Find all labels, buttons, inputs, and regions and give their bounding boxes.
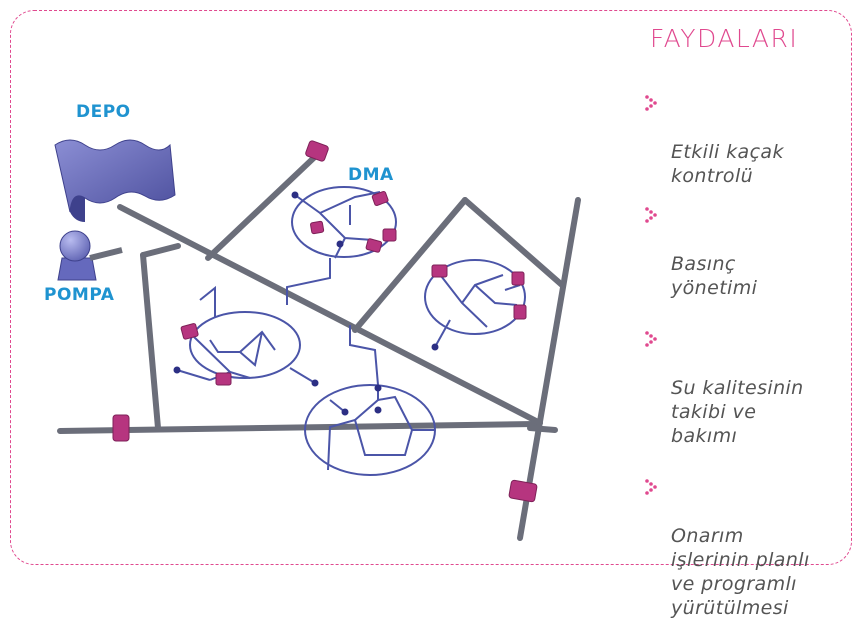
dma-networks <box>176 186 526 476</box>
tank-icon <box>54 139 176 222</box>
pipe-upper-right-branch <box>462 197 565 288</box>
valve-right-bottom <box>508 479 538 503</box>
valve-dma-top-4 <box>310 220 325 235</box>
chevron-right-icon <box>645 331 657 347</box>
dashed-frame <box>10 10 852 565</box>
dma-zone-left <box>189 311 301 379</box>
benefits-title: FAYDALARI <box>650 24 799 53</box>
dma-zone-top <box>291 186 397 258</box>
main-pipes <box>57 149 581 541</box>
valve-top-stub <box>305 140 329 162</box>
benefit-label: Su kalitesinin takibi ve bakımı <box>671 377 804 447</box>
valve-main-left <box>112 414 130 442</box>
benefit-label: Onarım işlerinin planlı ve programlı yür… <box>671 525 810 619</box>
valve-dma-left-2 <box>215 372 232 386</box>
valve-dma-right-1 <box>431 264 448 278</box>
pipe-main-diagonal <box>117 204 543 426</box>
dma-label: DMA <box>348 165 394 185</box>
valve-dma-right-3 <box>513 304 527 320</box>
pompa-label: POMPA <box>44 285 115 305</box>
pipe-main-horizontal <box>57 421 538 434</box>
pipe-right-vertical <box>517 197 581 541</box>
valve-dma-top-1 <box>371 190 389 206</box>
pipe-upper-middle-branch <box>352 197 468 333</box>
benefits-list: Etkili kaçak kontrolü Basınç yönetimi Su… <box>644 92 859 620</box>
valve-dma-top-2 <box>382 228 397 242</box>
pipe-left-vertical <box>140 252 161 431</box>
valve-dma-left-1 <box>180 323 199 340</box>
benefit-item: Basınç yönetimi <box>644 204 859 300</box>
benefit-label: Etkili kaçak kontrolü <box>671 141 784 187</box>
junction-dots <box>173 191 439 416</box>
depo-label: DEPO <box>76 102 131 122</box>
dma-zone-right <box>424 259 526 335</box>
benefit-item: Onarım işlerinin planlı ve programlı yür… <box>644 476 859 620</box>
pump-icon <box>57 230 123 281</box>
valve-dma-right-2 <box>511 271 525 286</box>
benefit-label: Basınç yönetimi <box>671 253 758 299</box>
valves <box>112 140 538 503</box>
chevron-right-icon <box>645 479 657 495</box>
pipe-left-branch <box>140 243 181 258</box>
chevron-right-icon <box>645 207 657 223</box>
benefit-item: Su kalitesinin takibi ve bakımı <box>644 328 859 448</box>
water-network-diagram <box>54 139 581 541</box>
chevron-right-icon <box>645 95 657 111</box>
benefit-item: Etkili kaçak kontrolü <box>644 92 859 188</box>
valve-dma-top-3 <box>365 238 383 253</box>
pipe-upper-left-branch <box>205 149 323 261</box>
pipe-stub-middle <box>527 425 558 433</box>
